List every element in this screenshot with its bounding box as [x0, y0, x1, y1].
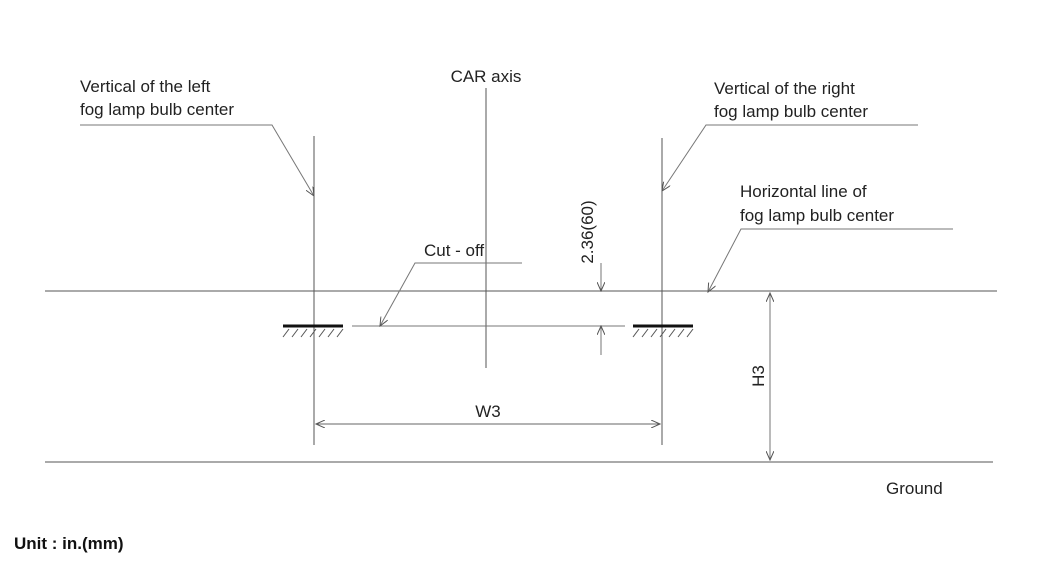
left-fog-label-line2: fog lamp bulb center	[80, 100, 234, 119]
left-fog-label-line1: Vertical of the left	[80, 77, 211, 96]
horizontal-line-label-line2: fog lamp bulb center	[740, 206, 894, 225]
unit-label: Unit : in.(mm)	[14, 534, 124, 553]
ground-label: Ground	[886, 479, 943, 498]
car-axis-label: CAR axis	[451, 67, 522, 86]
right-fog-label-line1: Vertical of the right	[714, 79, 855, 98]
horizontal-line-leader	[708, 228, 953, 292]
h3-dimension-label: H3	[749, 365, 768, 387]
left-fog-leader	[80, 124, 314, 196]
left-cutoff-symbol	[282, 324, 344, 338]
cutoff-leader	[380, 262, 522, 326]
right-cutoff-symbol	[632, 324, 694, 338]
offset-dimension-label: 2.36(60)	[578, 200, 597, 263]
right-fog-leader	[662, 124, 918, 191]
w3-dimension-label: W3	[475, 402, 501, 421]
horizontal-line-label-line1: Horizontal line of	[740, 182, 867, 201]
right-fog-label-line2: fog lamp bulb center	[714, 102, 868, 121]
cutoff-label: Cut - off	[424, 241, 484, 260]
